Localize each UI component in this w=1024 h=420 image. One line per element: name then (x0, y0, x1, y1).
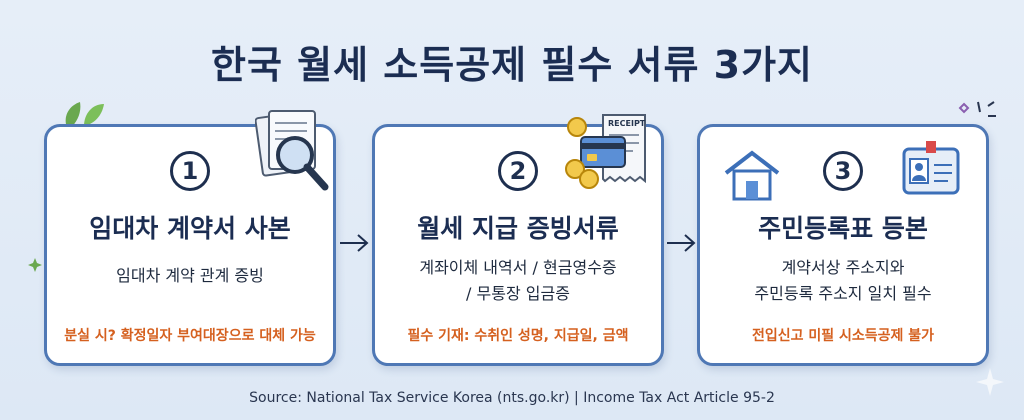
document-card-residence: 3 주민등록표 등본 계약서상 주소지와 주민등록 주소지 일치 필수 전입신고… (697, 124, 989, 366)
arrow-right-icon (340, 234, 369, 252)
arrow-right-icon (667, 234, 696, 252)
step-number: 3 (823, 151, 863, 191)
card-description: 임대차 계약 관계 증빙 (47, 263, 333, 289)
card-note: 필수 기재: 수취인 성명, 지급일, 금액 (407, 328, 629, 344)
card-description: 계약서상 주소지와 주민등록 주소지 일치 필수 (700, 255, 986, 307)
step-number: 2 (498, 151, 538, 191)
leaf-icon (65, 102, 104, 130)
card-title: 임대차 계약서 사본 (89, 214, 291, 243)
description-line: / 무통장 입금증 (466, 284, 570, 303)
description-line: 임대차 계약 관계 증빙 (116, 266, 264, 285)
sparkle-icon (976, 368, 1004, 396)
description-line: 계약서상 주소지와 (781, 258, 905, 277)
document-card-lease: 1 임대차 계약서 사본 임대차 계약 관계 증빙 분실 시? 확정일자 부여대… (44, 110, 336, 366)
house-icon (724, 150, 780, 201)
sparkle-icon (958, 101, 996, 117)
step-number: 1 (170, 151, 210, 191)
receipt-label: RECEIPT (608, 119, 646, 128)
document-magnifier-icon (255, 110, 329, 191)
card-note: 전입신고 미필 시소득공제 불가 (751, 328, 935, 344)
page-title: 한국 월세 소득공제 필수 서류 3가지 (210, 43, 814, 87)
receipt-card-coins-icon: RECEIPT (565, 114, 646, 189)
sparkle-icon (28, 258, 42, 272)
card-title: 주민등록표 등본 (758, 214, 928, 243)
id-card-icon (902, 141, 960, 195)
card-description: 계좌이체 내역서 / 현금영수증 / 무통장 입금증 (375, 255, 661, 307)
card-title: 월세 지급 증빙서류 (417, 214, 619, 243)
description-line: 주민등록 주소지 일치 필수 (754, 284, 932, 303)
description-line: 계좌이체 내역서 / 현금영수증 (419, 258, 617, 277)
card-note: 분실 시? 확정일자 부여대장으로 대체 가능 (64, 328, 316, 344)
source-citation: Source: National Tax Service Korea (nts.… (249, 390, 775, 406)
document-card-payment: RECEIPT 2 월세 지급 증빙서류 계좌이체 내역서 / 현금영수증 / … (372, 114, 664, 366)
